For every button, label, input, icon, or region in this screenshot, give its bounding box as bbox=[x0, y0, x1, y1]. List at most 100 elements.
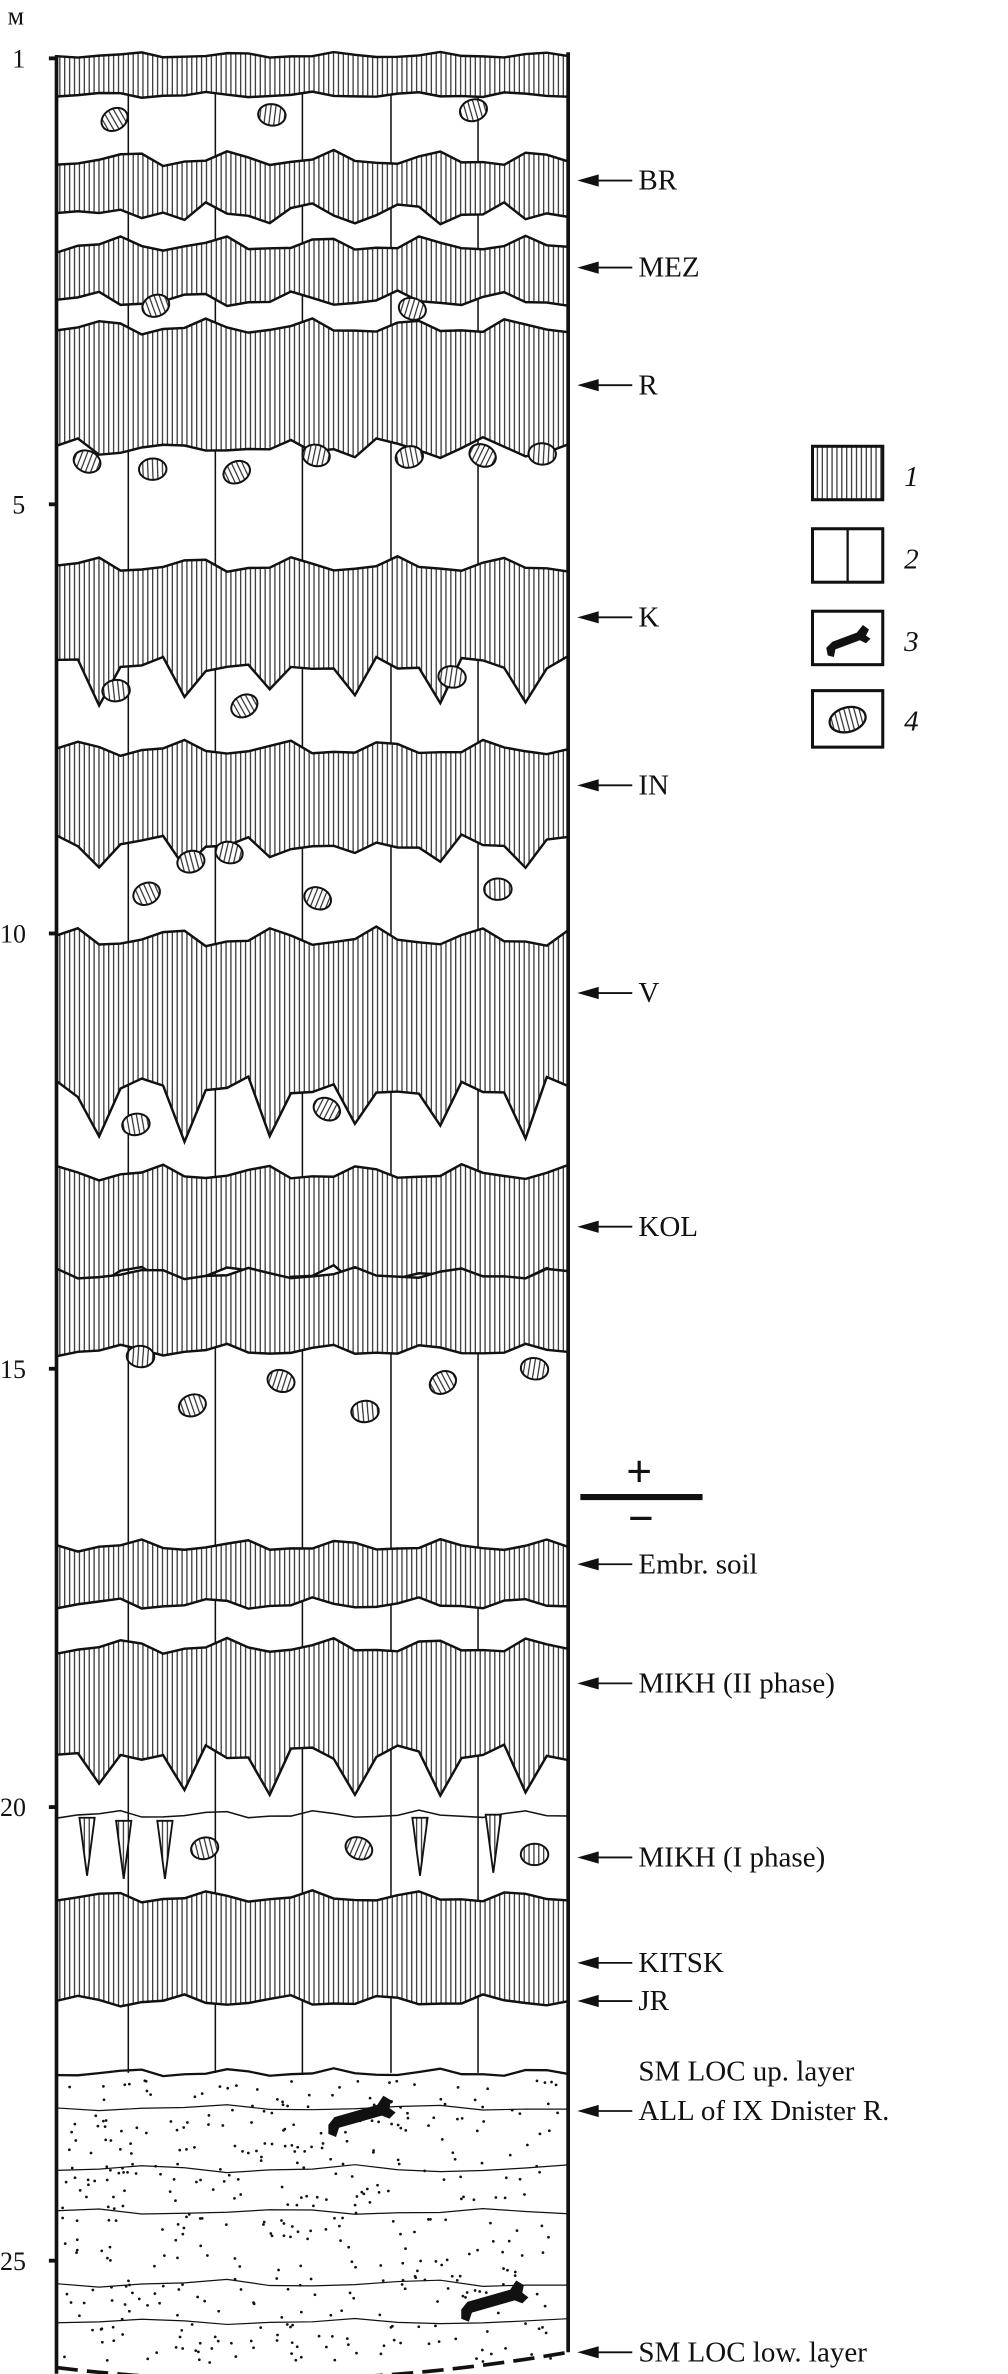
legend-num-3: 3 bbox=[903, 626, 918, 658]
mikh-i-wedge bbox=[78, 1816, 96, 1876]
layer-label-12: JR bbox=[577, 1985, 670, 2017]
carbonate-nodule bbox=[101, 678, 131, 703]
carbonate-nodule bbox=[190, 1836, 220, 1861]
arrow-left-icon bbox=[577, 174, 599, 187]
layer-label-9: MIKH (II phase) bbox=[577, 1668, 835, 1700]
section-column bbox=[48, 50, 570, 2374]
carbonate-nodule bbox=[483, 877, 513, 901]
layer-label-11: KITSK bbox=[577, 1947, 724, 1979]
layer-label-13: SM LOC up. layer bbox=[638, 2055, 854, 2087]
arrow-left-icon bbox=[577, 1994, 599, 2008]
arrow-left-icon bbox=[577, 2346, 599, 2359]
mikh-i-phase-top bbox=[56, 1809, 569, 1819]
carbonate-nodule bbox=[527, 442, 557, 466]
layer-label-2: MEZ bbox=[577, 252, 700, 284]
arrow-left-icon bbox=[577, 1956, 599, 1969]
layer-label-8: Embr. soil bbox=[577, 1548, 758, 1580]
mikh-i-wedge bbox=[411, 1816, 429, 1876]
layer-label-text: MIKH (II phase) bbox=[638, 1668, 835, 1700]
layer-label-7: KOL bbox=[577, 1211, 698, 1243]
carbonate-nodule bbox=[132, 881, 161, 907]
layer-label-text: KITSK bbox=[638, 1947, 723, 1979]
carbonate-nodule bbox=[344, 1836, 374, 1861]
sand-lamina bbox=[56, 2164, 569, 2174]
soil-band-kol-lower bbox=[55, 1265, 570, 1358]
sand-lamina bbox=[56, 2208, 569, 2215]
layer-label-text: MEZ bbox=[638, 252, 699, 284]
layer-label-6: V bbox=[577, 977, 659, 1009]
carbonate-nodule bbox=[72, 449, 102, 474]
hatched-soil-icon bbox=[810, 444, 885, 502]
minus-sign: − bbox=[628, 1493, 654, 1544]
legend-item-4: 4 bbox=[810, 689, 919, 749]
legend-item-1: 1 bbox=[810, 444, 919, 502]
layer-label-text: JR bbox=[638, 1985, 669, 2017]
sand-top-boundary bbox=[56, 2067, 569, 2078]
tick-5: 5 bbox=[12, 490, 25, 519]
bone-fossil bbox=[461, 2280, 529, 2322]
arrow-left-icon bbox=[577, 1677, 599, 1690]
carbonate-nodule bbox=[301, 443, 331, 468]
carbonate-nodule bbox=[100, 106, 129, 132]
layer-label-text: SM LOC up. layer bbox=[638, 2055, 854, 2087]
carbonate-nodule bbox=[266, 1368, 296, 1393]
layer-label-14: ALL of IX Dnister R. bbox=[577, 2095, 889, 2127]
sand-lamina bbox=[56, 2317, 569, 2326]
layer-label-text: Embr. soil bbox=[638, 1548, 757, 1580]
carbonate-nodule bbox=[428, 1370, 458, 1395]
column-bottom-border bbox=[56, 2350, 569, 2374]
mikh-i-wedge bbox=[484, 1813, 502, 1873]
carbonate-nodule bbox=[468, 443, 497, 468]
plus-sign: + bbox=[626, 1445, 652, 1496]
carbonate-nodule bbox=[125, 1344, 156, 1369]
arrow-left-icon bbox=[577, 2104, 599, 2118]
layer-label-1: BR bbox=[577, 165, 678, 197]
arrow-left-icon bbox=[577, 779, 599, 792]
carbonate-nodule bbox=[230, 693, 259, 719]
layer-label-text: BR bbox=[638, 165, 677, 197]
carbonate-nodule bbox=[177, 1393, 207, 1418]
layer-label-text: IN bbox=[638, 769, 669, 801]
layer-label-text: V bbox=[638, 977, 659, 1009]
layer-label-text: MIKH (I phase) bbox=[638, 1842, 825, 1874]
top-soil-band bbox=[55, 50, 570, 99]
layer-label-10: MIKH (I phase) bbox=[577, 1842, 825, 1874]
layer-label-text: SM LOC low. layer bbox=[638, 2336, 867, 2368]
mikh-i-wedge bbox=[156, 1819, 174, 1879]
arrow-left-icon bbox=[577, 1851, 599, 1864]
layer-label-15: SM LOC low. layer bbox=[577, 2336, 867, 2368]
carbonate-nodule bbox=[519, 1356, 550, 1381]
legend: 1 2 3 4 bbox=[810, 444, 919, 749]
arrow-left-icon bbox=[577, 261, 599, 274]
legend-num-2: 2 bbox=[904, 543, 918, 575]
carbonate-nodule bbox=[312, 1096, 342, 1122]
bone-fossil bbox=[328, 2095, 396, 2137]
tick-10: 10 bbox=[0, 920, 26, 949]
carbonate-nodule bbox=[121, 1112, 151, 1137]
carbonate-nodule bbox=[141, 293, 171, 318]
tick-1: 1 bbox=[12, 45, 25, 74]
arrow-left-icon bbox=[577, 379, 599, 392]
arrow-left-icon bbox=[577, 1220, 599, 1233]
bone-icon bbox=[826, 624, 871, 658]
legend-num-1: 1 bbox=[904, 461, 918, 493]
soil-band-kitsk bbox=[55, 1889, 570, 2008]
tick-20: 20 bbox=[0, 1793, 26, 1822]
layer-label-text: KOL bbox=[638, 1211, 698, 1243]
layer-label-text: ALL of IX Dnister R. bbox=[638, 2095, 889, 2127]
alluvium-sand-zone bbox=[56, 2067, 569, 2364]
carbonate-nodule bbox=[397, 296, 427, 321]
legend-num-4: 4 bbox=[904, 705, 918, 737]
carbonate-nodule bbox=[137, 457, 168, 481]
carbonate-nodule bbox=[458, 98, 488, 123]
legend-item-2: 2 bbox=[810, 527, 919, 584]
soil-band-r bbox=[55, 317, 570, 460]
sand-lamina bbox=[56, 2104, 569, 2112]
plus-minus-boundary: + − bbox=[580, 1445, 703, 1544]
hatched-nodule-icon bbox=[828, 705, 867, 734]
legend-item-3: 3 bbox=[810, 609, 919, 667]
tick-25: 25 bbox=[0, 2247, 26, 2276]
layer-label-text: R bbox=[638, 369, 658, 401]
